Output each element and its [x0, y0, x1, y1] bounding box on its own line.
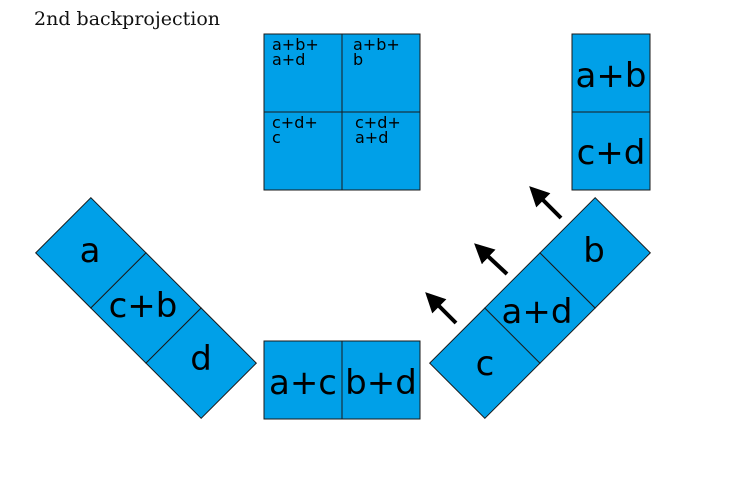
projection-arrows [425, 186, 563, 325]
left-diagonal-label-1: a [80, 231, 101, 271]
horizontal-strip-label-right: b+d [345, 363, 417, 403]
grid-top-right-line1: a+b+ [353, 35, 400, 54]
horizontal-strip: a+c b+d [263, 340, 421, 420]
grid-2x2: a+b+ a+d a+b+ b c+d+ c c+d+ a+d [263, 33, 421, 191]
vertical-strip-label-top: a+b [576, 56, 647, 96]
horizontal-strip-label-left: a+c [269, 363, 337, 403]
grid-top-left-line2: a+d [272, 50, 305, 69]
arrow-2 [474, 243, 509, 276]
vertical-strip: a+b c+d [571, 33, 651, 191]
horizontal-strip-cell-right [341, 340, 421, 420]
grid-cell-bottom-right [341, 111, 421, 191]
left-diagonal-strip [34, 196, 258, 420]
right-diagonal-label-2: a+d [502, 292, 573, 332]
left-diagonal-cell-3 [145, 307, 258, 420]
grid-bottom-left-line2: c [272, 128, 281, 147]
figure-title: 2nd backprojection [34, 8, 221, 30]
grid-top-left-line1: a+b+ [272, 35, 319, 54]
left-diagonal-label-2: c+b [109, 286, 178, 326]
arrow-1 [425, 292, 458, 325]
grid-bottom-right-line2: a+d [355, 128, 388, 147]
right-diagonal-strip [428, 196, 652, 420]
right-diagonal-label-3: b [583, 231, 605, 271]
grid-bottom-right-line1: c+d+ [355, 113, 401, 132]
right-diagonal-label-1: c [476, 344, 495, 384]
grid-bottom-left-line1: c+d+ [272, 113, 318, 132]
left-diagonal-label-3: d [190, 339, 212, 379]
vertical-strip-cell-bottom [571, 111, 651, 191]
vertical-strip-cell-top [571, 33, 651, 113]
vertical-strip-label-bottom: c+d [577, 133, 646, 173]
arrow-3 [529, 186, 563, 220]
right-diagonal-cell-3 [539, 196, 652, 309]
grid-top-right-line2: b [353, 50, 363, 69]
